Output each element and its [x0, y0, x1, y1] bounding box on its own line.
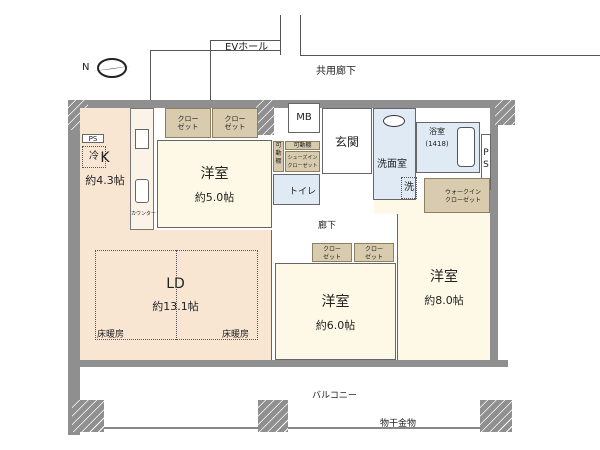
washbasin-icon: [383, 115, 405, 127]
column: [495, 100, 515, 125]
ev-hall-wall: [210, 40, 280, 41]
column: [72, 400, 104, 432]
western-room-8: 洋室 約8.0帖: [397, 213, 490, 360]
western-room-5: 洋室 約5.0帖: [157, 140, 272, 228]
bathtub-icon: [457, 127, 475, 167]
compass: N: [82, 54, 132, 84]
column: [258, 400, 288, 432]
corridor-edge: [300, 55, 600, 56]
corridor-wall: [150, 50, 151, 100]
ev-hall-wall: [210, 40, 211, 100]
floor-heating-label: 床暖房: [222, 330, 250, 340]
counter-label: カウンター: [131, 211, 157, 217]
drying-hardware-label: 物干金物: [380, 419, 417, 429]
movable-shelf-side: 可動棚: [273, 141, 284, 172]
corridor-wall: [150, 50, 280, 51]
western-room-8-name: 洋室: [430, 268, 458, 285]
meter-box: MB: [288, 103, 320, 133]
balcony-wall: [68, 360, 508, 367]
walk-in-closet[interactable]: ウォークイン クローゼット: [424, 178, 490, 213]
western-room-6-area: 約6.0帖: [315, 318, 356, 332]
kitchen: K 約4.3帖: [80, 108, 130, 230]
right-wall: [490, 100, 498, 365]
ld-area: 約13.1帖: [152, 300, 199, 313]
bathroom: 浴室 (1418): [416, 122, 480, 173]
closet[interactable]: クロー ゼット: [354, 243, 394, 262]
common-corridor-label: 共用廊下: [316, 66, 356, 77]
balcony: [80, 367, 498, 429]
bathroom-label: 浴室: [429, 127, 445, 136]
western-room-8-entry: [374, 200, 424, 214]
sink-icon: [135, 179, 149, 203]
top-wall: [68, 100, 498, 108]
shoes-in-closet[interactable]: シューズイン クローゼット: [285, 151, 320, 172]
western-room-5-name: 洋室: [200, 166, 229, 182]
washer-space: 洗: [401, 177, 417, 199]
compass-north-label: N: [82, 62, 90, 73]
bathroom-size: (1418): [425, 140, 449, 148]
ev-door-frame: [300, 15, 301, 55]
washroom: 洗面室 洗: [373, 108, 417, 200]
toilet-label: トイレ: [289, 187, 317, 197]
western-room-5-area: 約5.0帖: [194, 191, 235, 204]
column: [480, 400, 512, 432]
ld-name: LD: [166, 276, 185, 292]
floor-heating-label: 床暖房: [97, 330, 125, 340]
stove-icon: [135, 129, 149, 149]
column: [256, 100, 274, 135]
north-arrow-icon: [94, 58, 130, 78]
hallway-label: 廊下: [318, 221, 337, 231]
washroom-label: 洗面室: [377, 159, 407, 170]
western-room-6-name: 洋室: [321, 293, 350, 310]
kitchen-counter: カウンター: [130, 108, 157, 230]
western-room-6: 洋室 約6.0帖: [275, 263, 396, 360]
closet[interactable]: クロー ゼット: [312, 243, 352, 262]
kitchen-area: 約4.3帖: [85, 174, 125, 187]
fridge-space: 冷: [82, 146, 106, 168]
western-room-8-area: 約8.0帖: [424, 293, 464, 307]
entrance-label: 玄関: [334, 134, 359, 149]
ev-hall-label: EVホール: [225, 42, 269, 53]
entrance: 玄関: [322, 108, 372, 174]
floor-heating-divider: [176, 250, 177, 340]
balcony-label: バルコニー: [312, 391, 357, 401]
closet[interactable]: クロー ゼット: [212, 108, 258, 138]
closet[interactable]: クロー ゼット: [165, 108, 211, 138]
ev-door-frame: [280, 15, 281, 55]
toilet-room[interactable]: トイレ: [273, 174, 320, 205]
left-wall: [68, 100, 80, 435]
movable-shelf-top: 可動棚: [285, 141, 320, 150]
ps-left: PS: [82, 134, 104, 143]
